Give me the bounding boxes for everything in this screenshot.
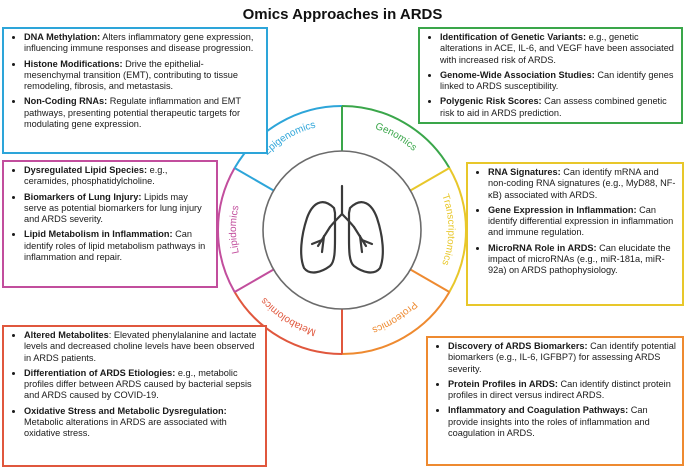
segment-arc-lipidomics [217,167,236,293]
segment-label-proteomics: Proteomics [371,299,420,335]
transcriptomics-box: RNA Signatures: Can identify mRNA and no… [466,162,684,306]
list-item: DNA Methylation: Alters inflammatory gen… [24,32,260,55]
list-item: Non-Coding RNAs: Regulate inflammation a… [24,96,260,130]
list-item: Differentiation of ARDS Etiologies: e.g.… [24,368,259,402]
list-item: Lipid Metabolism in Inflammation: Can id… [24,229,210,263]
list-item: Dysregulated Lipid Species: e.g., cerami… [24,165,210,188]
list-item: Inflammatory and Coagulation Pathways: C… [448,405,676,439]
list-item: Discovery of ARDS Biomarkers: Can identi… [448,341,676,375]
list-item: Identification of Genetic Variants: e.g.… [440,32,675,66]
list-item: Polygenic Risk Scores: Can assess combin… [440,96,675,119]
page-title: Omics Approaches in ARDS [242,6,443,23]
segment-label-transcriptomics: Transcriptomics [439,193,456,267]
list-item: Altered Metabolites: Elevated phenylalan… [24,330,259,364]
segment-arc-epigenomics [233,105,343,169]
segment-arc-transcriptomics [448,167,467,293]
segment-label-lipidomics: Lipidomics [228,204,242,254]
segment-divider [409,167,450,192]
list-item: Oxidative Stress and Metabolic Dysregula… [24,406,259,440]
list-item: Protein Profiles in ARDS: Can identify d… [448,379,676,402]
genomics-box: Identification of Genetic Variants: e.g.… [418,27,683,124]
segment-label-genomics: Genomics [374,121,419,153]
epigenomics-box: DNA Methylation: Alters inflammatory gen… [2,27,268,154]
list-item: Gene Expression in Inflammation: Can ide… [488,205,676,239]
segment-divider [409,268,450,293]
segment-arc-metabolomics [233,291,343,355]
center-circle [262,150,422,310]
metabolomics-box: Altered Metabolites: Elevated phenylalan… [2,325,267,467]
proteomics-box: Discovery of ARDS Biomarkers: Can identi… [426,336,684,466]
segment-divider [234,167,275,192]
lipidomics-box: Dysregulated Lipid Species: e.g., cerami… [2,160,218,288]
segment-arc-genomics [341,105,451,169]
list-item: MicroRNA Role in ARDS: Can elucidate the… [488,243,676,277]
list-item: Genome-Wide Association Studies: Can ide… [440,70,675,93]
list-item: Histone Modifications: Drive the epithel… [24,59,260,93]
list-item: RNA Signatures: Can identify mRNA and no… [488,167,676,201]
list-item: Biomarkers of Lung Injury: Lipids may se… [24,192,210,226]
segment-arc-proteomics [341,291,451,355]
segment-label-epigenomics: Epigenomics [261,120,316,158]
segment-divider [234,268,275,293]
lungs-icon [300,184,384,274]
